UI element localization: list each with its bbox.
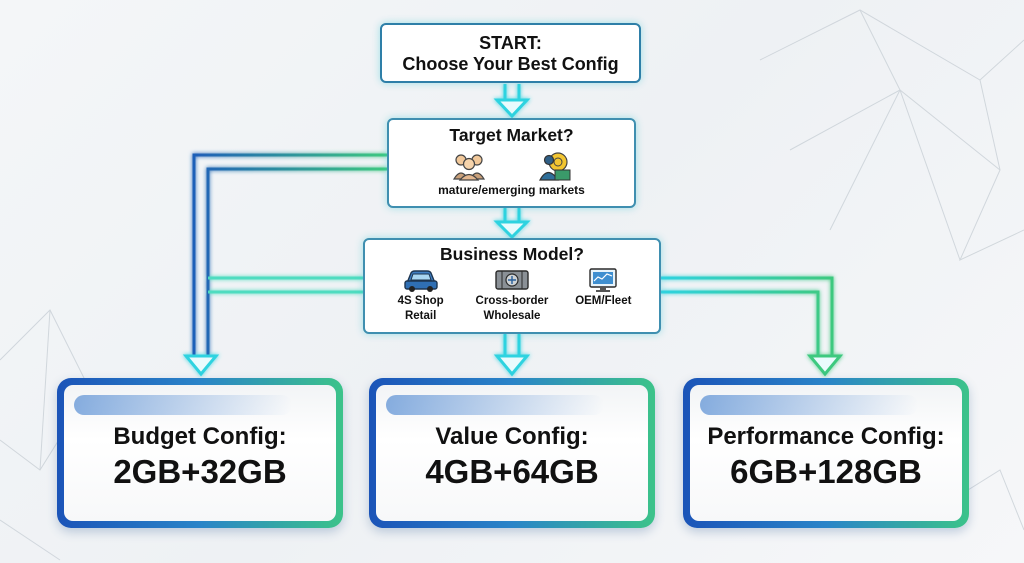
arrow-business-to-budget — [208, 276, 363, 294]
business-option-retail: 4S Shop Retail — [376, 267, 466, 323]
business-option-wholesale-line2: Wholesale — [483, 310, 541, 322]
arrowhead-to-budget — [182, 354, 220, 377]
arrow-business-to-value — [503, 334, 521, 356]
start-line1: START: — [479, 33, 542, 53]
budget-config-card: Budget Config: 2GB+32GB — [57, 378, 343, 528]
arrowhead-business-to-value — [493, 354, 531, 377]
arrowhead-start-to-market — [493, 98, 531, 119]
business-model-title: Business Model? — [440, 244, 584, 264]
arrowhead-market-to-business — [493, 220, 531, 240]
car-icon — [403, 270, 438, 292]
business-option-retail-line2: Retail — [404, 310, 437, 322]
target-market-subtitle: mature/emerging markets — [438, 183, 585, 197]
people-group-icon — [452, 154, 485, 181]
business-option-oem-fleet: OEM/Fleet — [558, 267, 648, 323]
card-highlight — [700, 395, 918, 415]
target-market-title: Target Market? — [449, 125, 574, 145]
card-highlight — [386, 395, 604, 415]
arrow-market-to-budget — [192, 153, 387, 356]
card-highlight — [74, 395, 292, 415]
performance-config-card: Performance Config: 6GB+128GB — [683, 378, 969, 528]
business-option-wholesale-line1: Cross-border — [475, 295, 549, 307]
business-option-retail-line1: 4S Shop — [397, 295, 444, 307]
target-market-node: Target Market? mature/emerging markets — [387, 118, 636, 208]
arrow-start-to-market — [503, 84, 521, 100]
budget-config-name: Budget Config: — [113, 423, 287, 450]
business-option-wholesale: Cross-border Wholesale — [467, 267, 557, 323]
container-icon — [495, 270, 529, 290]
start-node: START: Choose Your Best Config — [380, 23, 641, 83]
value-config-name: Value Config: — [435, 423, 589, 450]
business-model-node: Business Model? 4S Shop Retail Cross-bor… — [363, 238, 661, 334]
budget-config-spec: 2GB+32GB — [113, 453, 287, 490]
start-line2: Choose Your Best Config — [402, 54, 619, 74]
value-config-spec: 4GB+64GB — [425, 453, 599, 490]
performance-config-spec: 6GB+128GB — [730, 453, 922, 490]
monitor-icon — [589, 268, 618, 292]
business-option-oem-fleet-line1: OEM/Fleet — [575, 295, 632, 307]
globe-person-icon — [538, 152, 570, 181]
value-config-card: Value Config: 4GB+64GB — [369, 378, 655, 528]
performance-config-name: Performance Config: — [707, 423, 945, 450]
arrow-market-to-business — [503, 208, 521, 222]
arrow-business-to-performance — [661, 276, 834, 356]
arrowhead-to-performance — [806, 354, 844, 377]
